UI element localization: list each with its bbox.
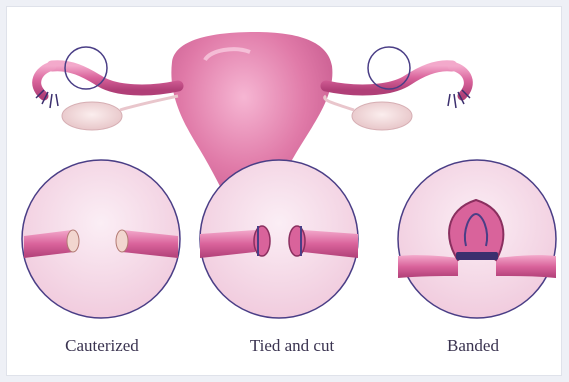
panel-banded xyxy=(398,160,556,318)
tubal-band xyxy=(456,252,498,260)
label-tied-and-cut: Tied and cut xyxy=(222,336,362,356)
right-fallopian-tube xyxy=(326,66,468,96)
left-ovary xyxy=(62,102,122,130)
label-banded: Banded xyxy=(418,336,528,356)
label-cauterized: Cauterized xyxy=(42,336,162,356)
panel-cauterized xyxy=(22,160,180,318)
right-ovary xyxy=(352,102,412,130)
panel-tied-and-cut xyxy=(200,160,358,318)
